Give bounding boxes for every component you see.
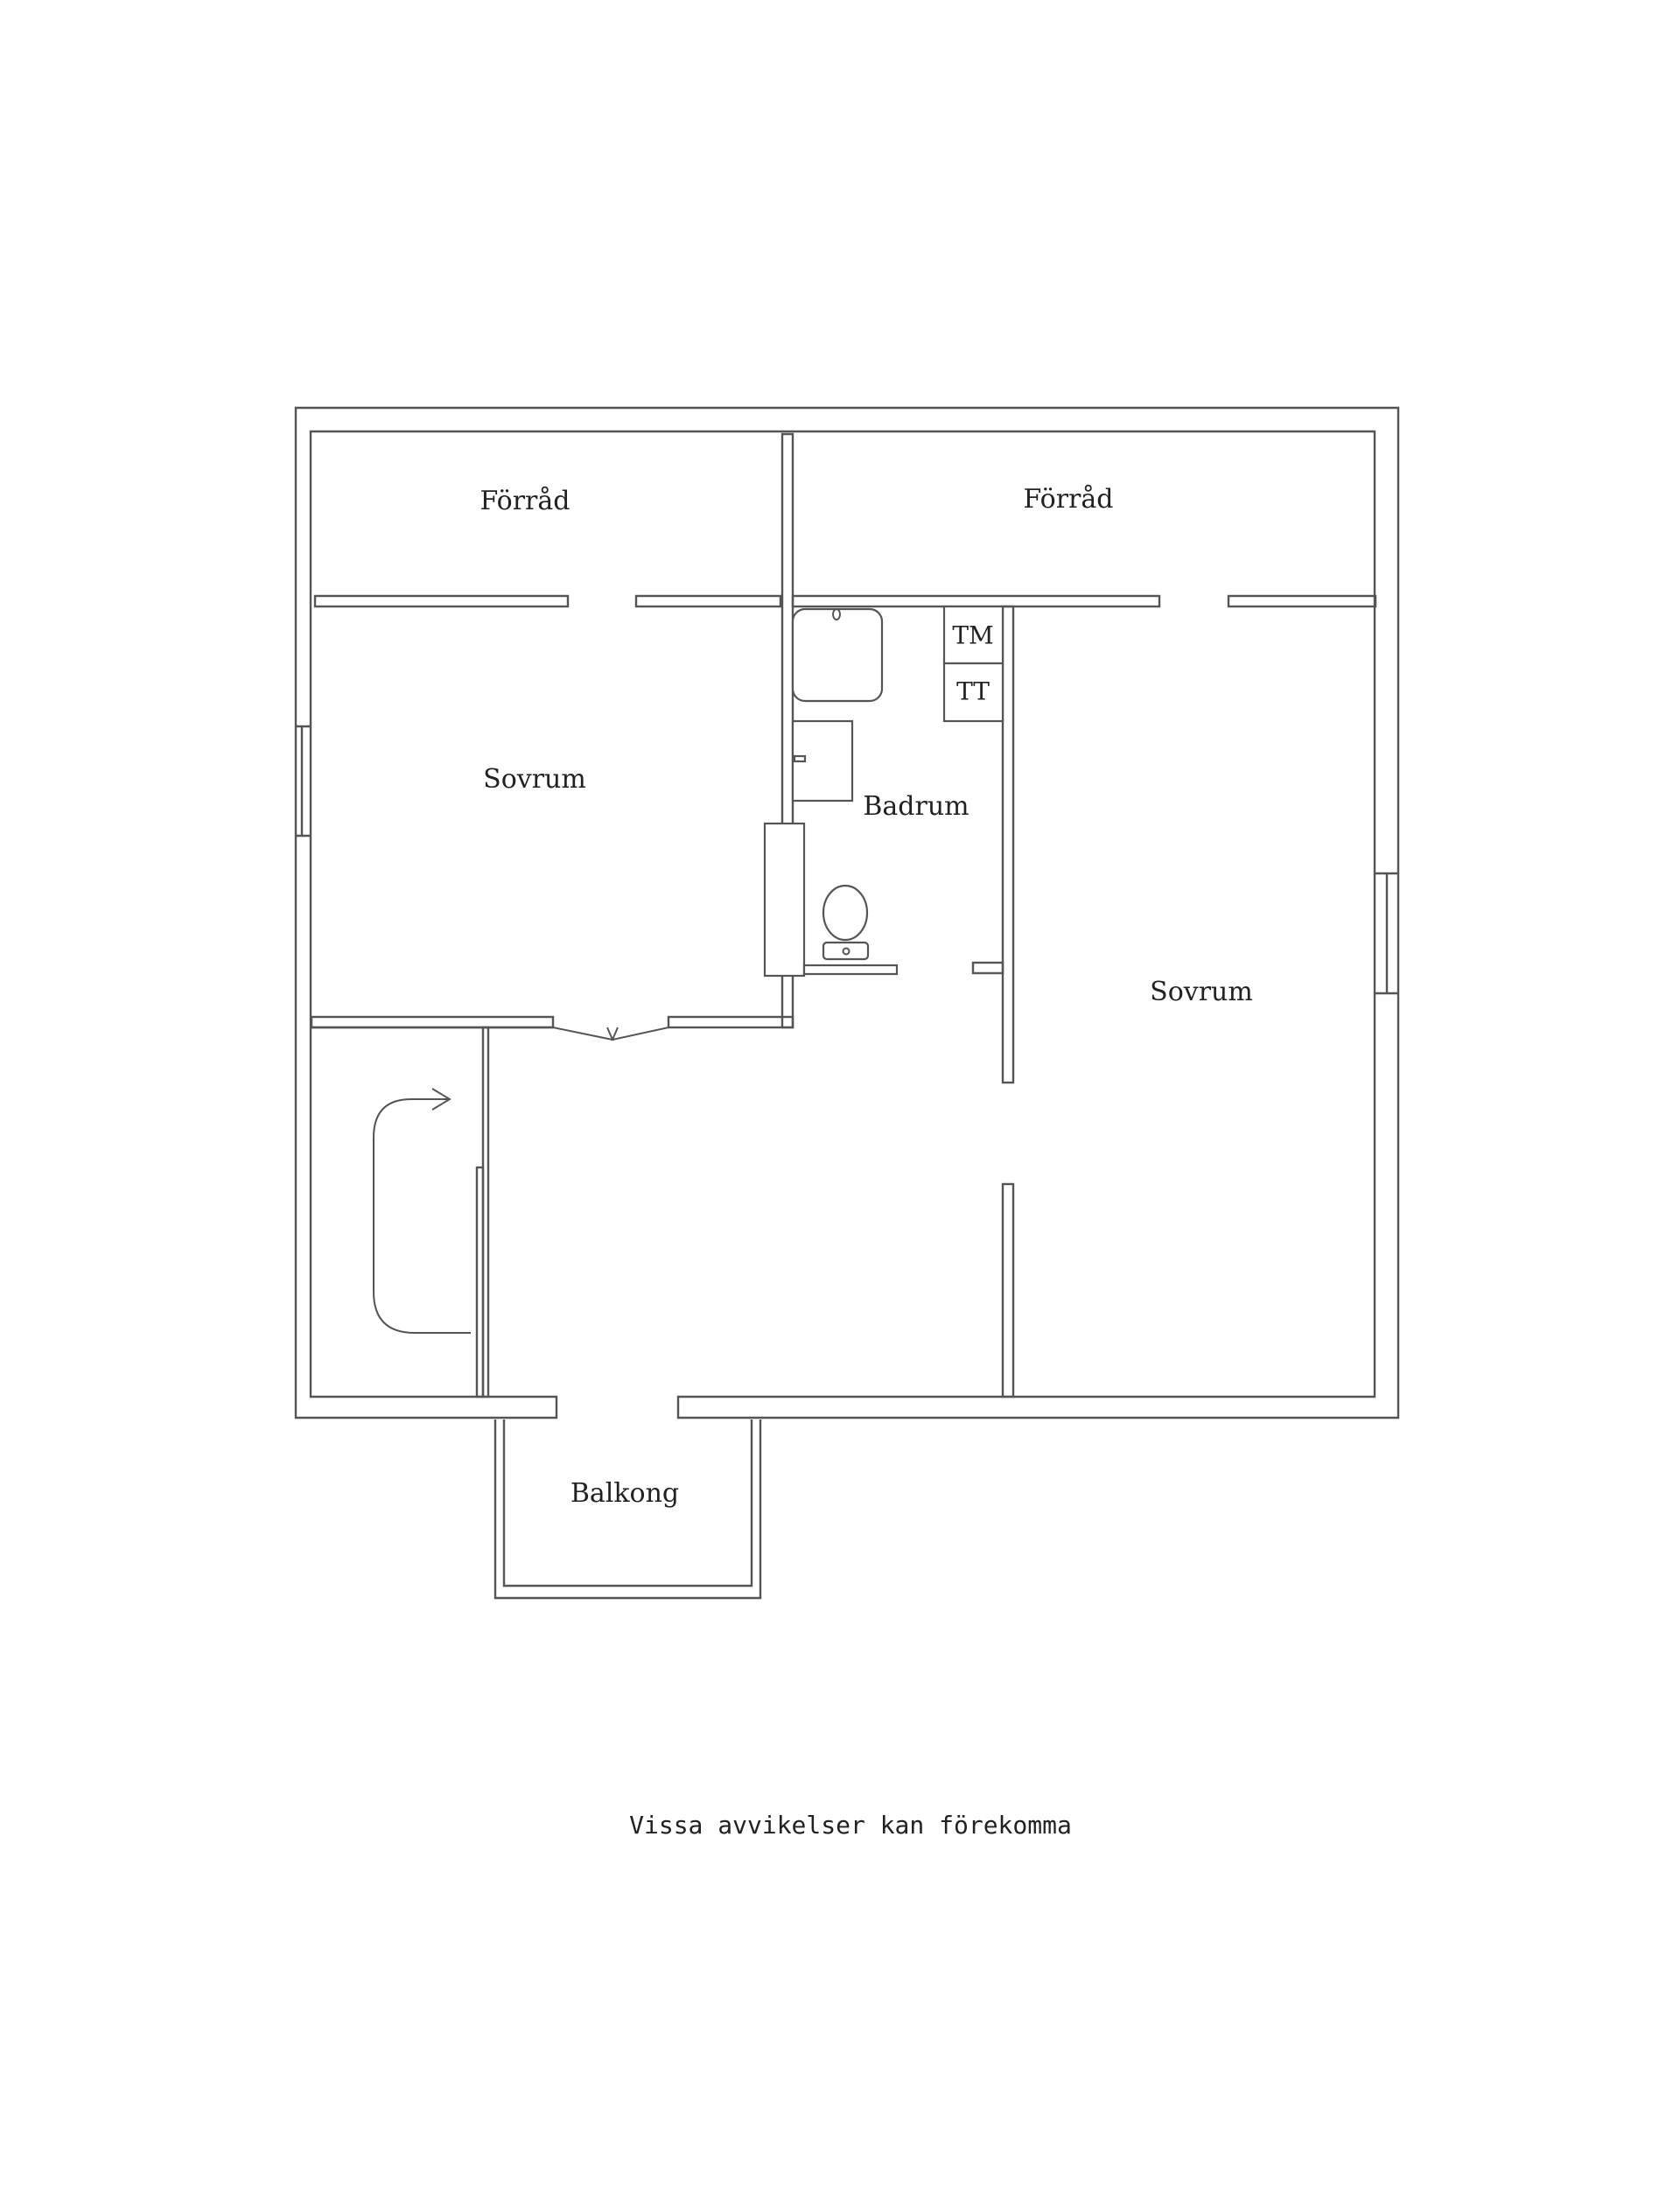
sink-tap-icon	[793, 754, 807, 763]
door-leaf-right	[611, 1027, 669, 1041]
toilet-tank-icon	[822, 941, 870, 961]
bathroom-fixtures	[763, 607, 899, 978]
balcony	[494, 1419, 762, 1600]
room-label-storage-right: Förråd	[1023, 484, 1113, 515]
dryer-label: TT	[956, 677, 990, 706]
room-label-bedroom-right: Sovrum	[1150, 977, 1253, 1007]
hall-arrow-path	[373, 1098, 471, 1334]
laundry-boxes: TM TT	[942, 605, 1004, 723]
bathroom-counter-icon	[763, 822, 806, 978]
hall-arrow-icon	[373, 1088, 471, 1334]
shower-drain-icon	[832, 608, 841, 620]
shower-tray-icon	[791, 607, 884, 703]
right-wall-window	[1376, 872, 1398, 995]
door-leaf-left	[552, 1027, 614, 1041]
disclaimer-text: Vissa avvikelser kan förekomma	[629, 1811, 1072, 1840]
closet-door-post	[475, 1166, 485, 1398]
washer-label: TM	[952, 621, 993, 650]
storage-wall-left-a	[313, 594, 570, 608]
washer-box	[942, 605, 1004, 665]
room-label-bedroom-left: Sovrum	[483, 764, 586, 795]
bedroom-double-door	[552, 1027, 669, 1041]
dryer-box	[942, 662, 1004, 723]
hall-arrow-head	[431, 1088, 452, 1111]
bathroom-wall-stub	[971, 961, 1004, 975]
storage-wall-right-b	[1227, 594, 1377, 608]
left-wall-window	[297, 725, 312, 838]
bedroom-wall-lower	[1001, 1182, 1015, 1398]
room-label-storage-left: Förråd	[480, 486, 570, 516]
toilet-button-icon	[842, 947, 850, 956]
outer-wall-outline	[294, 406, 1400, 1419]
storage-wall-left-b	[634, 594, 782, 608]
toilet-bowl-icon	[822, 884, 869, 942]
room-label-bathroom: Badrum	[863, 791, 969, 822]
storage-wall-right-a	[791, 594, 1161, 608]
balcony-outline	[494, 1419, 762, 1600]
bedroom-left-bottom-wall-b	[667, 1015, 794, 1029]
room-label-balcony: Balkong	[570, 1478, 679, 1509]
bedroom-left-bottom-wall-a	[310, 1015, 555, 1029]
bathroom-shelf-icon	[802, 964, 899, 976]
outer-walls	[294, 406, 1400, 1419]
bathroom-bedroom-wall	[1001, 605, 1015, 1084]
